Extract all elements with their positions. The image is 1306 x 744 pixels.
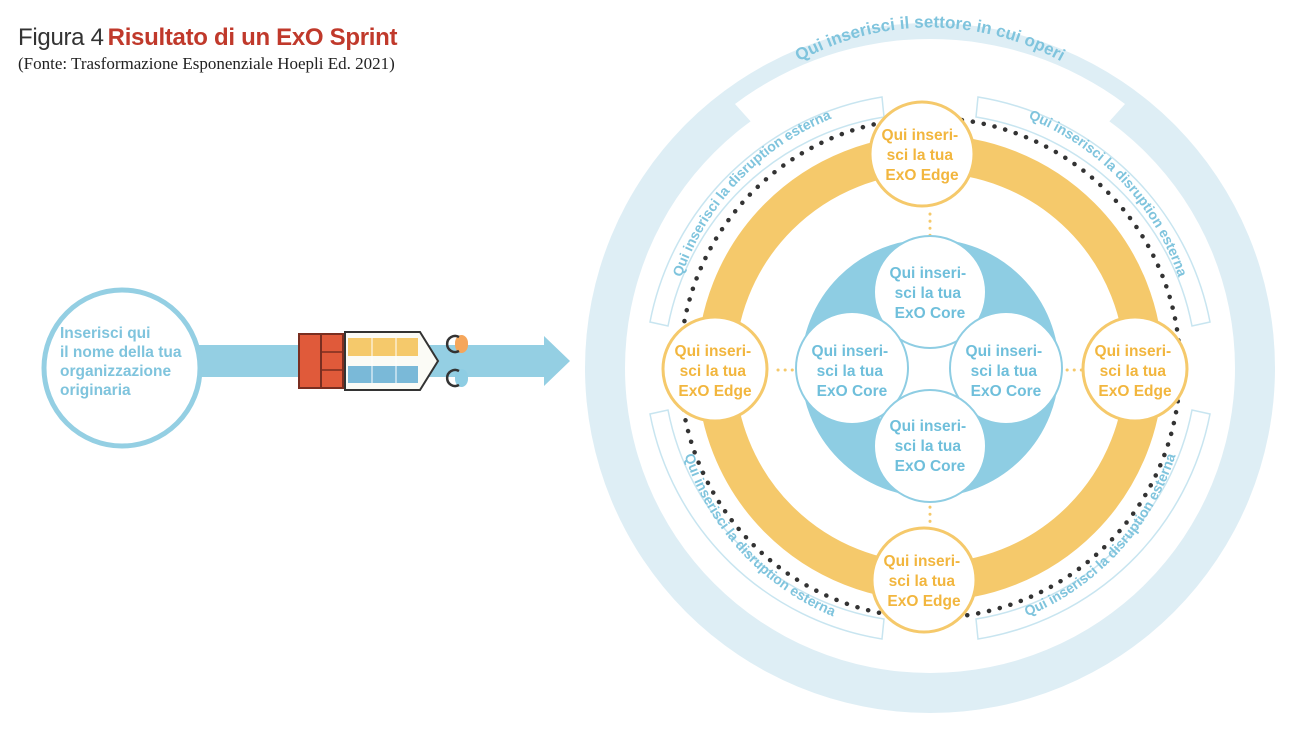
edge-label-line: ExO Edge bbox=[678, 383, 752, 400]
core-label-line: ExO Core bbox=[895, 305, 966, 322]
edge-label-line: ExO Edge bbox=[1098, 383, 1172, 400]
figure-source: (Fonte: Trasformazione Esponenziale Hoep… bbox=[18, 54, 395, 73]
exo-edge-right: Qui inseri- sci la tua ExO Edge bbox=[1081, 315, 1189, 423]
core-label-line: Qui inseri- bbox=[890, 265, 967, 282]
exo-core-bottom: Qui inseri- sci la tua ExO Core bbox=[873, 389, 987, 503]
exo-core-right: Qui inseri- sci la tua ExO Core bbox=[949, 311, 1063, 425]
svg-text:Qui inseri- sci la tua: Qui inseri- sci la tua ExO Core bbox=[890, 418, 971, 475]
edge-label-line: ExO Edge bbox=[887, 593, 961, 610]
organization-circle: Inserisci qui il nome della tua organizz… bbox=[41, 287, 203, 449]
core-label-line: Qui inseri- bbox=[890, 418, 967, 435]
organization-line: il nome della tua bbox=[60, 344, 182, 361]
exo-edge-left: Qui inseri- sci la tua ExO Edge bbox=[661, 315, 769, 423]
svg-text:Qui inseri- sci la tua: Qui inseri- sci la tua ExO Core bbox=[890, 265, 971, 322]
edge-circles: Qui inseri- sci la tua ExO Edge Qui inse… bbox=[661, 100, 1189, 634]
svg-text:Qui inseri- sci la tua: Qui inseri- sci la tua ExO Edge bbox=[1095, 343, 1176, 400]
exo-core-left: Qui inseri- sci la tua ExO Core bbox=[795, 311, 909, 425]
edge-label-line: sci la tua bbox=[889, 573, 956, 590]
edge-label-line: sci la tua bbox=[887, 147, 954, 164]
svg-text:Qui inseri- sci la tua: Qui inseri- sci la tua ExO Edge bbox=[675, 343, 756, 400]
organization-line: Inserisci qui bbox=[60, 325, 150, 342]
core-label-line: sci la tua bbox=[971, 363, 1038, 380]
edge-label-line: ExO Edge bbox=[885, 167, 959, 184]
core-label-line: ExO Core bbox=[895, 458, 966, 475]
edge-label-line: sci la tua bbox=[680, 363, 747, 380]
figure-number: Figura 4 bbox=[18, 24, 104, 51]
organization-line: organizzazione bbox=[60, 363, 171, 380]
core-label-line: ExO Core bbox=[817, 383, 888, 400]
edge-label-line: Qui inseri- bbox=[884, 553, 961, 570]
edge-label-line: Qui inseri- bbox=[882, 127, 959, 144]
core-label-line: ExO Core bbox=[971, 383, 1042, 400]
core-label-line: sci la tua bbox=[895, 285, 962, 302]
svg-text:Qui inseri- sci la tua: Qui inseri- sci la tua ExO Core bbox=[966, 343, 1047, 400]
svg-text:Qui inseri- sci la tua: Qui inseri- sci la tua ExO Edge bbox=[882, 127, 963, 184]
core-label-line: sci la tua bbox=[817, 363, 884, 380]
edge-label-line: Qui inseri- bbox=[1095, 343, 1172, 360]
core-label-line: sci la tua bbox=[895, 438, 962, 455]
rocket-icon bbox=[298, 331, 468, 391]
exo-core-top: Qui inseri- sci la tua ExO Core bbox=[873, 235, 987, 349]
figure-title: Risultato di un ExO Sprint bbox=[107, 24, 398, 51]
edge-label-line: Qui inseri- bbox=[675, 343, 752, 360]
core-label-line: Qui inseri- bbox=[966, 343, 1043, 360]
organization-label: Inserisci qui il nome della tua organizz… bbox=[60, 325, 186, 399]
core-label-line: Qui inseri- bbox=[812, 343, 889, 360]
edge-label-line: sci la tua bbox=[1100, 363, 1167, 380]
exo-edge-bottom: Qui inseri- sci la tua ExO Edge bbox=[870, 526, 978, 634]
svg-text:Qui inseri- sci la tua: Qui inseri- sci la tua ExO Core bbox=[812, 343, 893, 400]
exo-edge-top: Qui inseri- sci la tua ExO Edge bbox=[868, 100, 976, 208]
organization-line: originaria bbox=[60, 382, 131, 399]
svg-text:Qui inseri- sci la tua: Qui inseri- sci la tua ExO Edge bbox=[884, 553, 965, 610]
core-circles: Qui inseri- sci la tua ExO Core Qui inse… bbox=[795, 235, 1063, 503]
